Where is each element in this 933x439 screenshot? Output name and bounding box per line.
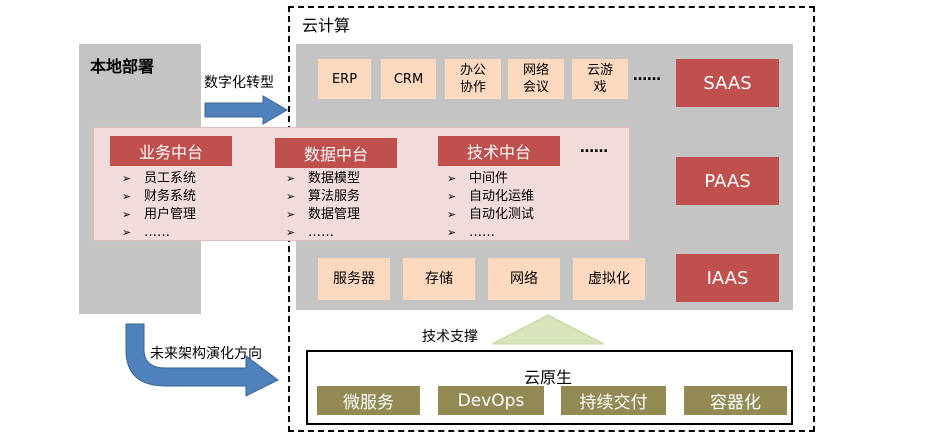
arrow-bullet-icon: ➢ [122, 226, 132, 239]
list-item: ➢ …… [447, 224, 534, 242]
list-item: ➢ 中间件 [447, 170, 534, 188]
list-item: ➢ 自动化运维 [447, 188, 534, 206]
tech-platform-title: 技术中台 [438, 136, 560, 166]
list-item: ➢ 用户管理 [122, 206, 196, 224]
cloud-native-title: 云原生 [524, 368, 573, 387]
list-item: ➢ 员工系统 [122, 170, 196, 188]
iaas-item-server: 服务器 [318, 258, 390, 300]
arrow-bullet-icon: ➢ [447, 226, 457, 239]
list-item-label: 财务系统 [144, 189, 197, 204]
iaas-label: IAAS [676, 254, 779, 302]
list-item: ➢ 财务系统 [122, 188, 196, 206]
future-direction-arrow-icon [125, 323, 279, 397]
arrow-bullet-icon: ➢ [286, 226, 296, 239]
iaas-item-network: 网络 [488, 258, 560, 300]
cloud-computing-title: 云计算 [302, 16, 351, 35]
cloud-native-item-containerization: 容器化 [684, 386, 787, 415]
local-deployment-title: 本地部署 [90, 57, 155, 76]
list-item-label: 员工系统 [144, 171, 197, 186]
tech-platform-list: ➢ 中间件 ➢ 自动化运维 ➢ 自动化测试 ➢ …… [447, 170, 534, 242]
saas-label: SAAS [676, 59, 779, 107]
data-platform-title: 数据中台 [275, 138, 397, 168]
list-item-label: 算法服务 [308, 189, 361, 204]
arrow-bullet-icon: ➢ [286, 208, 296, 221]
tech-support-arrow-icon [491, 314, 605, 345]
arrow-bullet-icon: ➢ [447, 172, 457, 185]
tech-support-label: 技术支撑 [422, 329, 478, 345]
list-item: ➢ …… [286, 224, 360, 242]
cloud-native-item-microservices: 微服务 [317, 386, 420, 415]
list-item: ➢ 自动化测试 [447, 206, 534, 224]
arrow-bullet-icon: ➢ [286, 190, 296, 203]
arrow-bullet-icon: ➢ [286, 172, 296, 185]
list-item-label: 数据模型 [308, 171, 361, 186]
arrow-bullet-icon: ➢ [122, 208, 132, 221]
list-item-label: 数据管理 [308, 207, 361, 222]
business-platform-list: ➢ 员工系统 ➢ 财务系统 ➢ 用户管理 ➢ …… [122, 170, 196, 242]
list-item: ➢ …… [122, 224, 196, 242]
list-item-label: 中间件 [469, 171, 509, 186]
list-item-label: …… [469, 225, 495, 240]
future-direction-label: 未来架构演化方向 [150, 346, 262, 362]
saas-item-crm: CRM [381, 59, 436, 99]
digital-transform-arrow-icon [204, 95, 288, 125]
arrow-bullet-icon: ➢ [447, 190, 457, 203]
saas-item-office: 办公 协作 [445, 59, 501, 99]
iaas-item-storage: 存储 [403, 258, 475, 300]
list-item-label: 自动化运维 [469, 189, 535, 204]
list-item: ➢ 算法服务 [286, 188, 360, 206]
paas-label: PAAS [676, 157, 779, 205]
list-item: ➢ 数据管理 [286, 206, 360, 224]
cloud-native-item-continuous-delivery: 持续交付 [561, 386, 666, 415]
arrow-bullet-icon: ➢ [122, 190, 132, 203]
business-platform-title: 业务中台 [110, 136, 232, 166]
middle-platform-more: …… [580, 140, 608, 156]
saas-item-game: 云游 戏 [572, 59, 628, 99]
data-platform-list: ➢ 数据模型 ➢ 算法服务 ➢ 数据管理 ➢ …… [286, 170, 360, 242]
digital-transform-label: 数字化转型 [204, 75, 274, 91]
saas-item-erp: ERP [318, 59, 371, 99]
saas-item-meeting: 网络 会议 [508, 59, 564, 99]
list-item-label: …… [308, 225, 334, 240]
cloud-native-item-devops: DevOps [438, 386, 544, 415]
list-item-label: 自动化测试 [469, 207, 535, 222]
arrow-bullet-icon: ➢ [447, 208, 457, 221]
list-item-label: …… [144, 225, 170, 240]
arrow-bullet-icon: ➢ [122, 172, 132, 185]
iaas-item-virtualization: 虚拟化 [573, 258, 645, 300]
list-item: ➢ 数据模型 [286, 170, 360, 188]
list-item-label: 用户管理 [144, 207, 197, 222]
saas-more: …… [633, 68, 661, 84]
